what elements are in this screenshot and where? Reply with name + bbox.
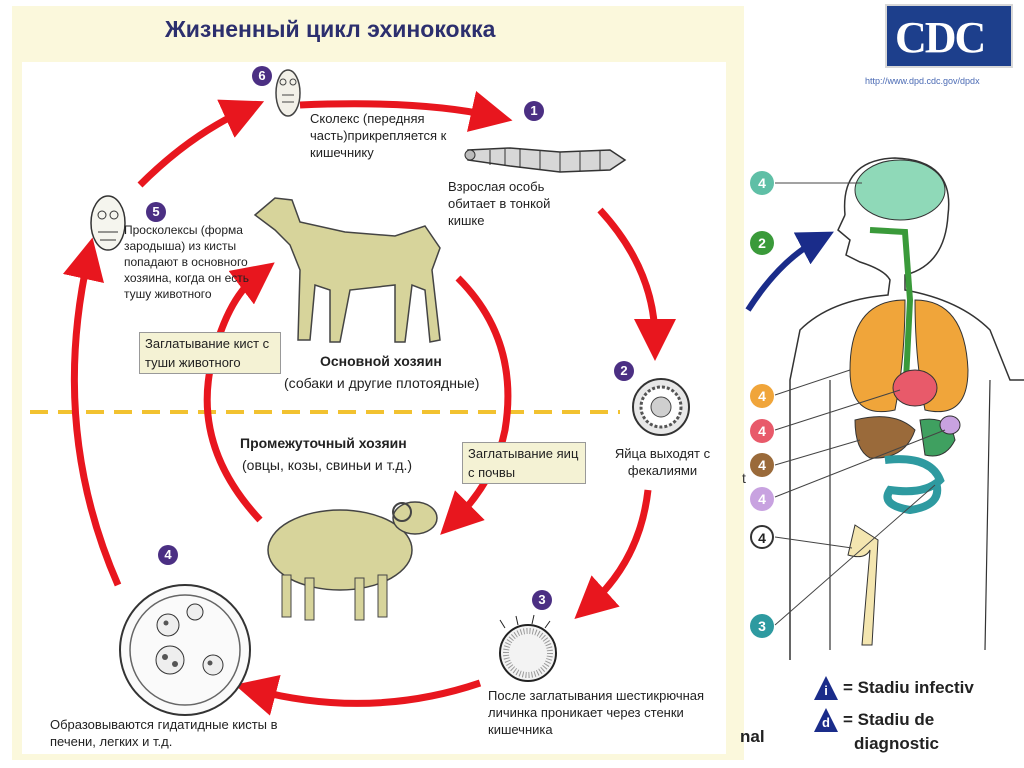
cropped-letter: t xyxy=(742,470,746,486)
arrow-dog-to-sheep xyxy=(440,275,512,535)
liver-organ xyxy=(854,416,916,459)
human-stage-spleen: 4 xyxy=(750,487,774,511)
human-stage-ingestion: 2 xyxy=(750,231,774,255)
cropped-word: nal xyxy=(740,727,765,746)
dog-illustration xyxy=(253,197,441,343)
human-stage-liver: 4 xyxy=(750,453,774,477)
swallow-eggs-box: Заглатывание яиц с почвы xyxy=(462,442,586,484)
stage-1-text: Взрослая особь обитает в тонкой кишке xyxy=(448,179,551,228)
stage-3-text: После заглатывания шестикрючная личинка … xyxy=(488,688,705,737)
human-stage-heart: 4 xyxy=(750,419,774,443)
intestine-organ xyxy=(883,455,945,515)
human-stage-bone: 4 xyxy=(750,525,774,549)
stage-2-text: Яйца выходят с фекалиями xyxy=(614,446,711,478)
stage-4-badge: 4 xyxy=(158,545,178,565)
definitive-host-examples: (собаки и другие плотоядные) xyxy=(284,375,480,391)
intermediate-host-label: Промежуточный хозяин xyxy=(240,435,407,451)
arrow-2-to-3 xyxy=(574,489,652,620)
heart-organ xyxy=(892,369,938,407)
sheep-illustration xyxy=(267,501,438,621)
stage-2-badge: 2 xyxy=(614,361,634,381)
bone-organ xyxy=(847,524,879,646)
organ-pointer-lines xyxy=(774,182,946,626)
stage-6-badge: 6 xyxy=(252,66,272,86)
left-lung xyxy=(849,299,906,413)
definitive-host-label: Основной хозяин xyxy=(320,353,442,369)
infection-route-arrow xyxy=(745,231,834,312)
arrow-5-to-6 xyxy=(137,99,265,188)
arrow-3-to-4 xyxy=(234,674,482,716)
human-figure xyxy=(789,157,1024,660)
stage-5-badge: 5 xyxy=(146,202,166,222)
stage-6-text: Сколекс (передняя часть)прикрепляется к … xyxy=(310,111,447,160)
arrow-sheep-to-dog xyxy=(203,262,275,523)
cdc-logo: CDC xyxy=(885,4,1013,68)
human-stage-intestine: 3 xyxy=(750,614,774,638)
arrow-1-to-2 xyxy=(597,207,676,361)
oncosphere-illustration xyxy=(499,614,557,682)
human-stage-lung: 4 xyxy=(750,384,774,408)
adult-worm-illustration xyxy=(464,147,627,173)
arrow-6-to-1 xyxy=(299,90,513,132)
hydatid-cyst-illustration xyxy=(119,584,251,716)
swallow-cysts-box: Заглатывание кист с туши животного xyxy=(139,332,281,374)
protoscolex-illustration xyxy=(90,195,126,251)
egg-illustration xyxy=(632,378,690,436)
brain-organ xyxy=(854,159,946,221)
scolex-illustration xyxy=(275,69,301,117)
cdc-url: http://www.dpd.cdc.gov/dpdx xyxy=(865,76,980,86)
legend-infective-text: = Stadiu infectiv xyxy=(843,678,974,697)
arrow-4-to-5 xyxy=(62,237,122,587)
page-title: Жизненный цикл эхинококка xyxy=(165,16,496,42)
legend-diagnostic-text: = Stadiu de xyxy=(843,710,935,729)
stage-4-text: Образовываются гидатидные кисты в печени… xyxy=(50,717,278,749)
intermediate-host-examples: (овцы, козы, свиньи и т.д.) xyxy=(242,457,413,473)
stage-3-badge: 3 xyxy=(532,590,552,610)
legend-diagnostic-text-2: diagnostic xyxy=(854,734,940,753)
human-stage-brain: 4 xyxy=(750,171,774,195)
stage-1-badge: 1 xyxy=(524,101,544,121)
cycle-arrows xyxy=(62,90,676,716)
stage-5-text: Просколексы (форма зародыша) из кисты по… xyxy=(124,223,250,301)
